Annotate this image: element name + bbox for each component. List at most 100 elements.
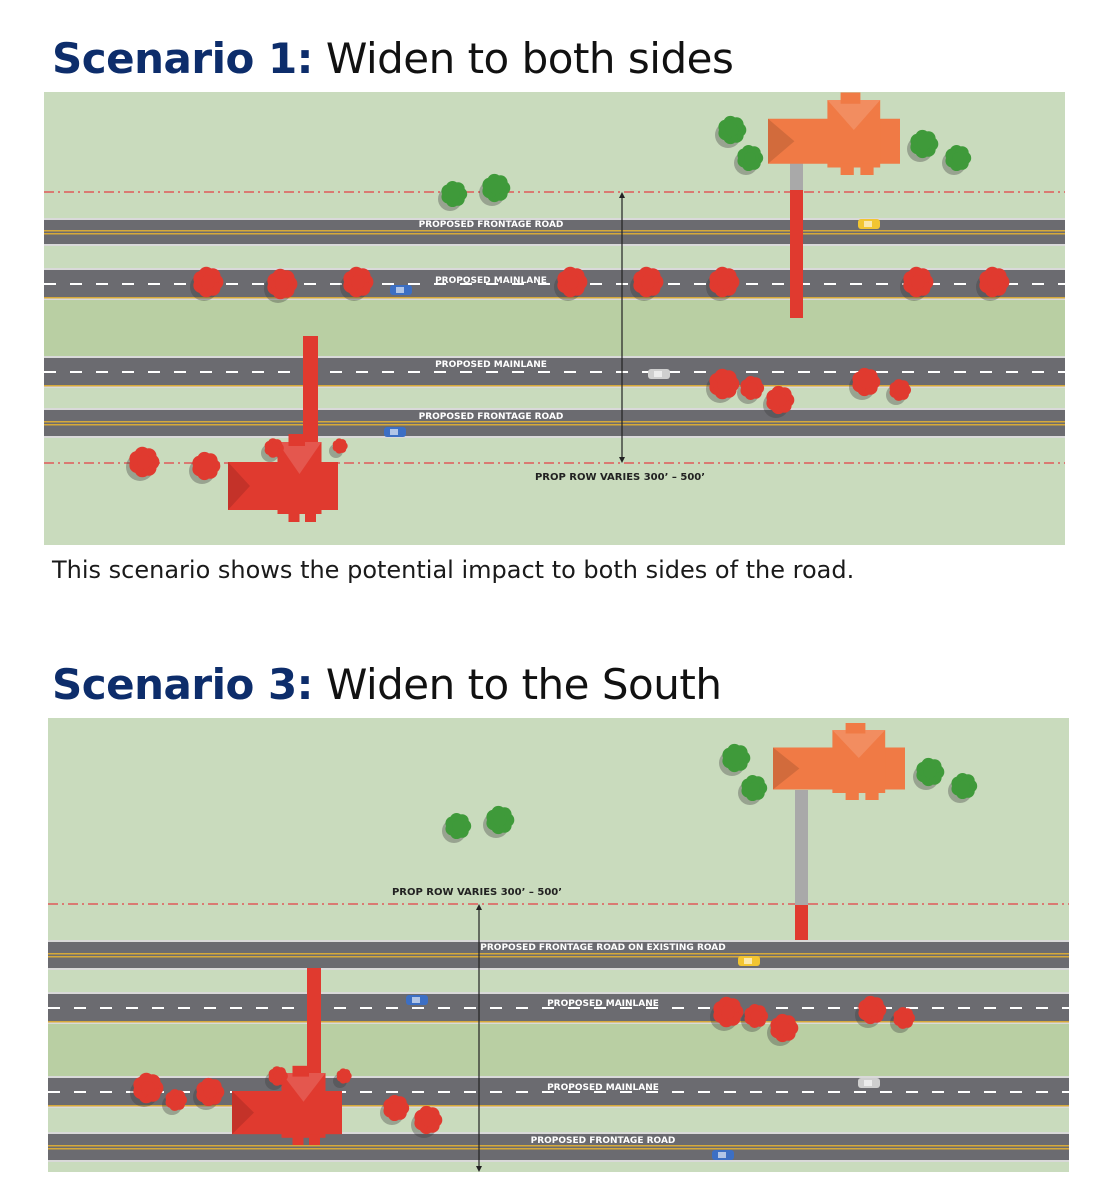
impacted-tree-icon-core — [340, 1072, 348, 1080]
frontage-road-south-edge — [48, 1132, 1069, 1134]
impacted-tree-icon-core — [911, 275, 925, 289]
mainlane-south-yellow-edge — [44, 385, 1065, 387]
car-window — [412, 997, 420, 1003]
taxi-window — [744, 958, 752, 964]
tree-icon-core — [729, 751, 743, 765]
tree-icon-core — [452, 820, 464, 832]
tree-icon-core — [448, 188, 460, 200]
row-width-label: PROP ROW VARIES 300’ – 500’ — [535, 472, 705, 483]
frontage-south-label: PROPOSED FRONTAGE ROAD — [531, 1136, 676, 1146]
arrowhead-down — [619, 457, 625, 463]
mainlane-south-edge — [48, 1106, 1069, 1108]
median — [44, 300, 1065, 356]
tree-icon-core — [958, 780, 970, 792]
frontage-road-north-edge — [44, 244, 1065, 246]
frontage-road-north-centerline — [48, 956, 1069, 958]
impacted-tree-icon-core — [859, 375, 873, 389]
impacted-tree-icon-core — [899, 1013, 909, 1023]
frontage-road-south-centerline — [48, 1145, 1069, 1147]
house-north-porch — [840, 163, 854, 175]
car-window — [390, 429, 398, 435]
mainlane-north-edge — [48, 992, 1069, 994]
tree-icon-core — [725, 123, 739, 137]
impacted-tree-icon-core — [171, 1095, 181, 1105]
mainlane-south-edge — [44, 356, 1065, 358]
tree-icon-core — [744, 152, 756, 164]
scenario-3-title: Scenario 3: Widen to the South — [52, 660, 722, 709]
frontage-north-label: PROPOSED FRONTAGE ROAD ON EXISTING ROAD — [480, 943, 725, 953]
impacted-house-south-roof-shade — [232, 1091, 254, 1135]
frontage-road-south-centerline — [44, 424, 1065, 426]
frontage-road-south-edge — [44, 436, 1065, 438]
frontage-road-south-centerline — [48, 1148, 1069, 1150]
impacted-tree-icon-core — [421, 1113, 435, 1127]
impacted-driveway-south — [307, 968, 321, 1085]
frontage-road-north — [44, 218, 1065, 246]
impacted-house-south-roof-shade — [228, 462, 250, 510]
impacted-tree-icon-core — [199, 459, 213, 473]
impacted-tree-icon-core — [750, 1010, 762, 1022]
frontage-road-south-edge — [48, 1160, 1069, 1162]
impacted-tree-icon-core — [390, 1102, 402, 1114]
impacted-tree-icon-core — [773, 393, 787, 407]
scenario-1-number: Scenario 1: — [52, 34, 313, 83]
house-north-roof-shade — [773, 747, 800, 790]
house-north-chimney — [840, 92, 861, 104]
median — [48, 1024, 1069, 1076]
existing-driveway — [795, 790, 808, 905]
truck-window — [864, 1080, 872, 1086]
impacted-tree-icon-core — [273, 1071, 283, 1081]
frontage-road-north-centerline — [44, 233, 1065, 235]
impacted-tree-icon-core — [137, 455, 151, 469]
frontage-north-label: PROPOSED FRONTAGE ROAD — [419, 220, 564, 230]
tree-icon-core — [952, 152, 964, 164]
impacted-tree-icon-core — [201, 275, 215, 289]
house-north-roof-shade — [768, 118, 795, 164]
scenario-3-subtitle: Widen to the South — [312, 660, 722, 709]
mainlane-south-label: PROPOSED MAINLANE — [547, 1083, 659, 1093]
impacted-house-south-porch — [292, 1134, 304, 1145]
car-window — [396, 287, 404, 293]
taxi-window — [864, 221, 872, 227]
impacted-house-south-porch — [309, 1134, 320, 1145]
mainlane-north-edge — [48, 1022, 1069, 1024]
tree-icon-core — [493, 813, 507, 827]
scenario-3-diagram: PROPOSED FRONTAGE ROAD ON EXISTING ROAD P… — [48, 718, 1069, 1172]
impacted-tree-icon-core — [269, 443, 279, 453]
impacted-house-south-porch — [288, 510, 300, 522]
scenario-1-title: Scenario 1: Widen to both sides — [52, 34, 734, 83]
frontage-road-south — [44, 408, 1065, 438]
house-north-wing-ridge — [832, 730, 886, 758]
impacted-tree-icon-core — [141, 1081, 155, 1095]
house-north-wing — [832, 730, 886, 793]
tree-icon-core — [923, 765, 937, 779]
impacted-tree-icon-core — [203, 1085, 217, 1099]
impacted-house-south-wing — [277, 442, 322, 514]
frontage-road-north-centerline — [44, 230, 1065, 232]
impacted-tree-icon-core — [746, 382, 758, 394]
tree-icon-core — [748, 782, 760, 794]
house-north-chimney — [845, 723, 866, 734]
impacted-house-south-wing-ridge — [277, 442, 322, 474]
house-north-wing-ridge — [827, 100, 881, 130]
impacted-driveway — [795, 905, 808, 940]
impacted-house-south-wing — [281, 1073, 326, 1138]
house-north-porch — [845, 789, 859, 800]
impacted-tree-icon-core — [865, 1003, 879, 1017]
impacted-house-south-chimney — [288, 434, 305, 446]
impacted-tree-icon-core — [721, 1005, 735, 1019]
impacted-driveway — [790, 190, 803, 318]
truck-window — [654, 371, 662, 377]
mainlane-south-yellow-edge — [48, 1105, 1069, 1107]
mainlane-north-edge — [44, 268, 1065, 270]
mainlane-south-edge — [44, 386, 1065, 388]
frontage-road-south-centerline — [44, 421, 1065, 423]
house-north-wing — [827, 100, 881, 168]
scenario-1-caption: This scenario shows the potential impact… — [52, 556, 855, 584]
frontage-road-north-edge — [48, 968, 1069, 970]
frontage-road-north-centerline — [48, 953, 1069, 955]
impacted-house-south-porch — [305, 510, 316, 522]
mainlane-north-edge — [44, 298, 1065, 300]
car-window — [718, 1152, 726, 1158]
